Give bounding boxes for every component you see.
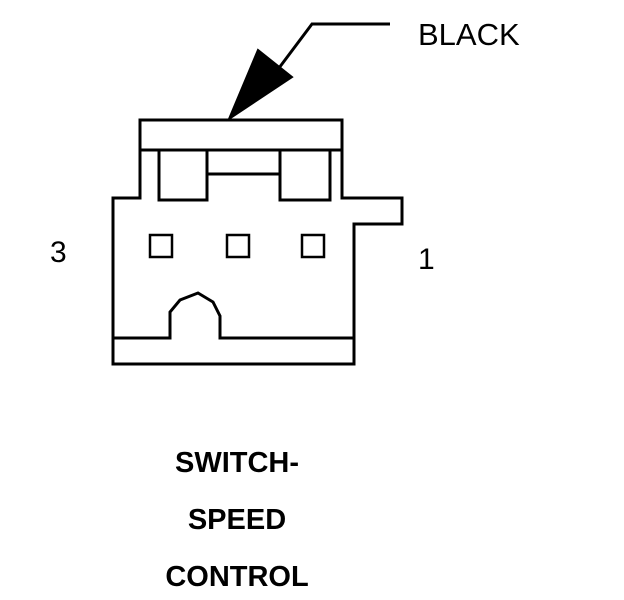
- title-line-1: SWITCH-: [175, 447, 299, 479]
- connector-outline: [111, 118, 404, 366]
- pin-number-right: 1: [418, 243, 435, 276]
- pin-number-left: 3: [50, 236, 67, 269]
- pin-window-1: [300, 233, 326, 259]
- wire-color-label: BLACK: [418, 17, 520, 52]
- pin-window-3: [148, 233, 174, 259]
- terminal-cavity-right: [278, 148, 332, 202]
- connector-title: SWITCH- SPEED CONTROL: [165, 447, 308, 593]
- terminal-cavity-left: [157, 148, 209, 202]
- callout-arrowhead-icon: [226, 48, 294, 122]
- title-line-3: CONTROL: [165, 561, 308, 593]
- connector-body: [111, 118, 404, 366]
- callout-arrow: [226, 22, 390, 122]
- callout-leader-line: [274, 22, 390, 73]
- pin-window-2: [225, 233, 251, 259]
- polarizing-key: [113, 291, 354, 340]
- title-line-2: SPEED: [188, 504, 286, 536]
